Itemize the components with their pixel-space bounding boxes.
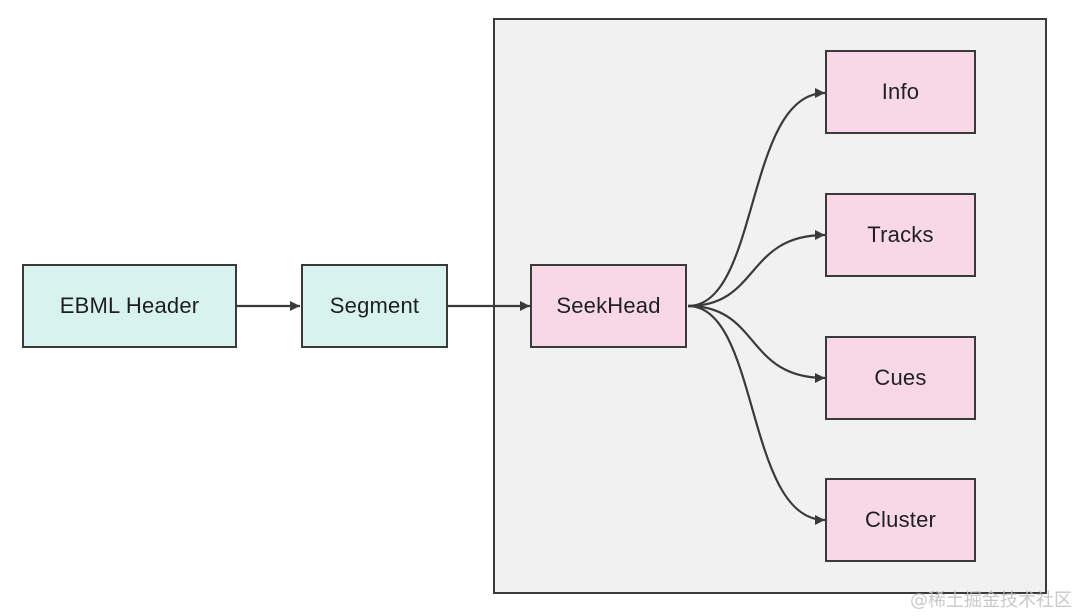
watermark: @稀土掘金技术社区 — [910, 590, 1072, 611]
node-ebml-header-label: EBML Header — [59, 293, 200, 318]
node-cluster: Cluster — [825, 478, 976, 562]
node-info: Info — [825, 50, 976, 134]
node-segment: Segment — [301, 264, 448, 348]
node-ebml-header: EBML Header — [22, 264, 237, 348]
node-seekhead: SeekHead — [530, 264, 687, 348]
node-cluster-label: Cluster — [864, 507, 937, 532]
node-tracks: Tracks — [825, 193, 976, 277]
node-tracks-label: Tracks — [867, 222, 934, 247]
node-cues-label: Cues — [874, 365, 927, 390]
node-info-label: Info — [881, 79, 920, 104]
node-cues: Cues — [825, 336, 976, 420]
node-segment-label: Segment — [329, 293, 420, 318]
node-seekhead-label: SeekHead — [556, 293, 661, 318]
